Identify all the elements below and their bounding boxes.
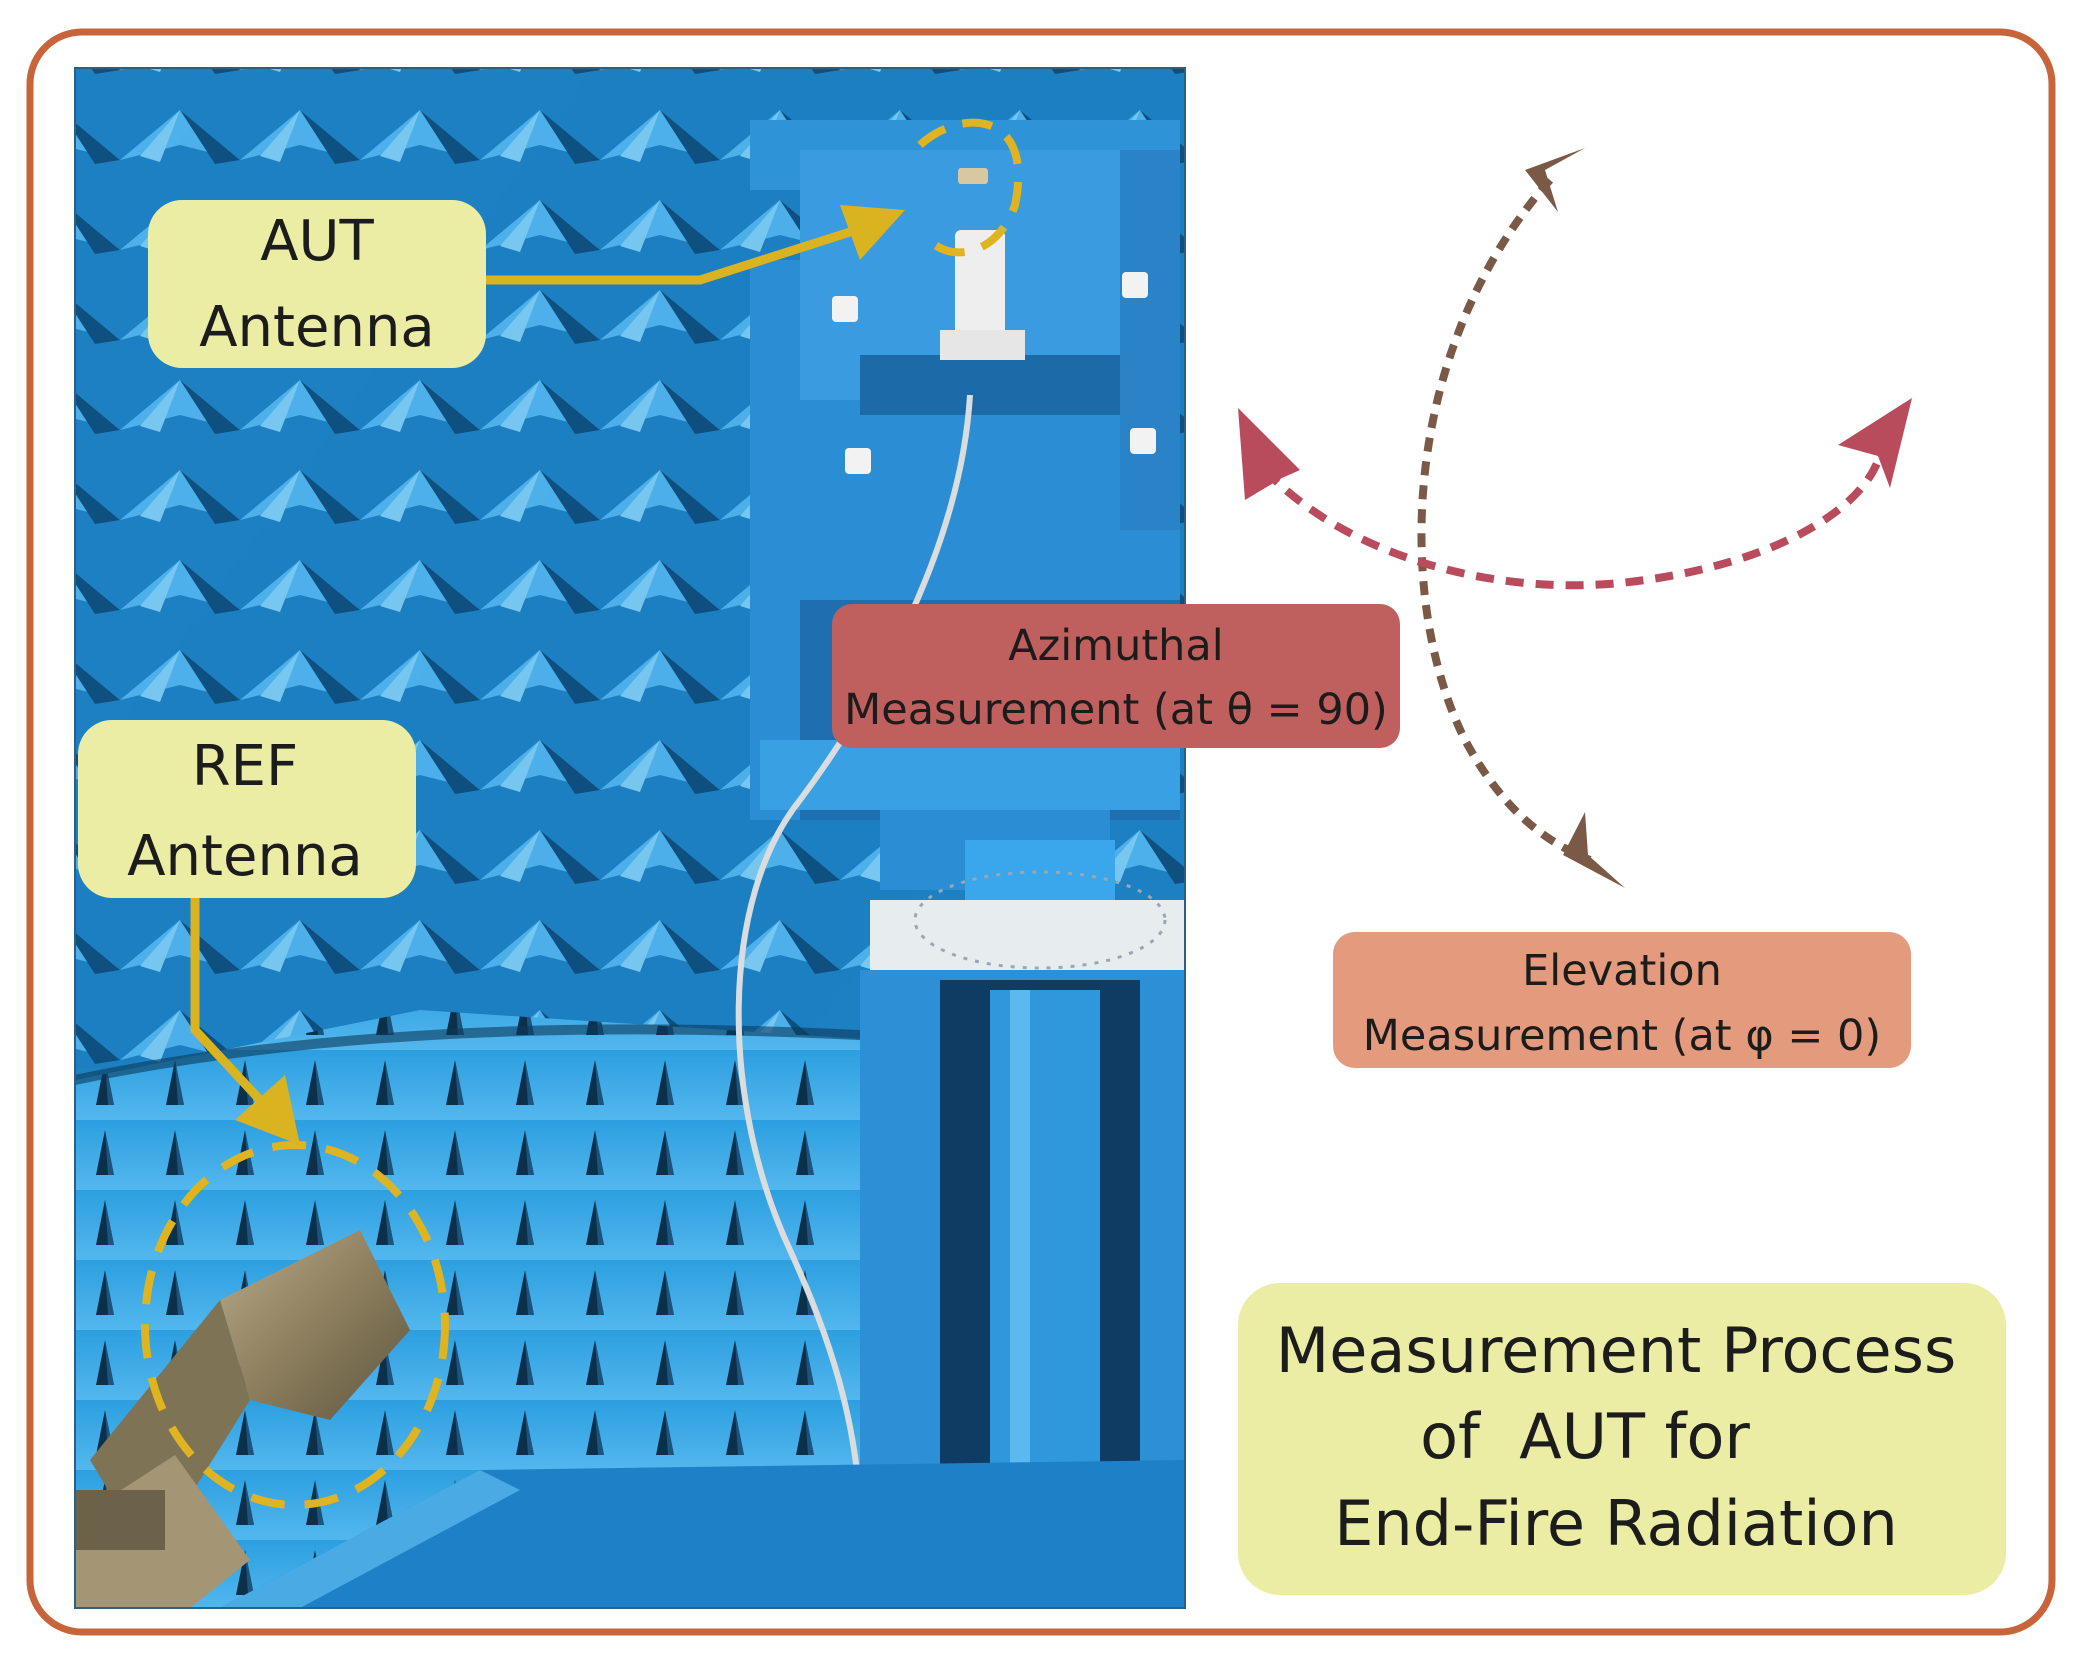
aut-antenna-label: AUT Antenna: [148, 200, 486, 368]
process-title-line2: of AUT for: [1420, 1400, 1750, 1473]
elevation-arrow-top: [1525, 148, 1585, 212]
aut-callout-arrow: [485, 227, 852, 285]
azimuthal-measurement-label: Azimuthal Measurement (at θ = 90): [832, 604, 1400, 748]
azimuthal-arrow-right: [1838, 398, 1912, 488]
ref-highlight-circle: [141, 1141, 449, 1509]
aut-label-line2: Antenna: [199, 295, 435, 360]
azimuthal-label-line1: Azimuthal: [1008, 621, 1223, 671]
azimuthal-rotation-arc: [1262, 453, 1884, 590]
ref-arrow-head: [235, 1075, 300, 1145]
azimuthal-label-line2: Measurement (at θ = 90): [844, 685, 1388, 735]
process-title-line3: End-Fire Radiation: [1334, 1487, 1898, 1560]
aut-label-line1: AUT: [260, 209, 374, 274]
anechoic-chamber-photo: [75, 68, 1185, 1608]
process-title-line1: Measurement Process: [1276, 1314, 1957, 1387]
rotation-scale: [913, 870, 1167, 970]
elevation-measurement-label: Elevation Measurement (at φ = 0): [1333, 932, 1911, 1068]
aut-holder: [955, 230, 1005, 350]
azimuthal-arrow-left: [1238, 408, 1300, 500]
elevation-arrow-bottom: [1563, 812, 1625, 888]
aut-arrow-head: [840, 205, 905, 260]
elevation-rotation-arc: [1417, 177, 1592, 864]
elevation-label-line2: Measurement (at φ = 0): [1363, 1011, 1881, 1061]
ref-callout-arrow: [190, 895, 264, 1104]
ref-label-line1: REF: [192, 734, 299, 799]
measurement-process-box: Measurement Process of AUT for End-Fire …: [1238, 1283, 2006, 1595]
ref-antenna-label: REF Antenna: [78, 720, 416, 898]
ref-label-line2: Antenna: [127, 824, 363, 889]
elevation-label-line1: Elevation: [1522, 946, 1722, 996]
